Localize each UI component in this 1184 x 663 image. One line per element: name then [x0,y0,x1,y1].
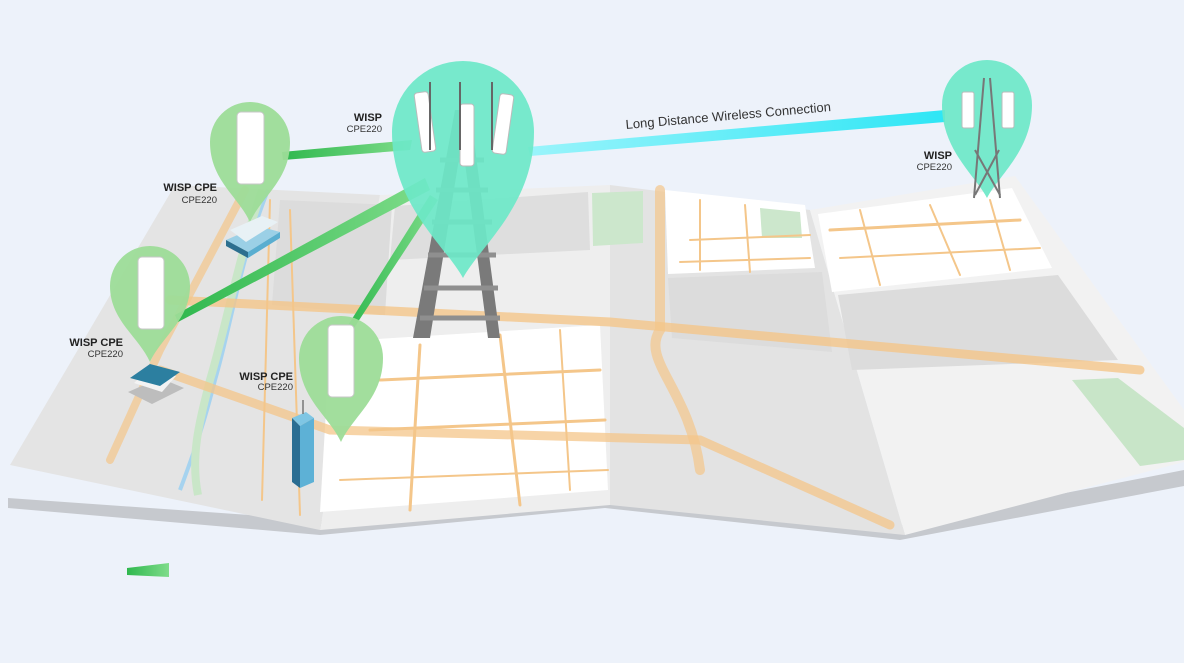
link-client-1 [282,140,412,160]
remote-tower-pin [942,60,1032,198]
remote-lattice-tower-icon [942,60,1032,199]
link-client-2 [175,178,430,322]
link-legend-swatch [127,563,169,577]
city-map [8,176,1184,540]
sector-antenna-icon [413,91,515,167]
main-tower-title: WISP [354,112,382,124]
skyscraper-icon [292,400,314,488]
client-pin-2 [110,246,190,362]
client-3-model: CPE220 [258,382,293,393]
outdoor-cpe-icon [327,324,355,398]
client-pin-3 [299,316,383,442]
remote-tower-title: WISP [924,150,952,162]
client-2-model: CPE220 [88,349,123,360]
office-building-icon [226,216,280,258]
wireless-links [175,110,945,334]
client-pin-1 [210,102,290,222]
client-2-title: WISP CPE [69,337,123,349]
client-1-title: WISP CPE [163,182,217,194]
house-icon [128,364,184,404]
link-client-3 [345,195,438,334]
client-1-model: CPE220 [182,195,217,206]
main-tower-model: CPE220 [347,124,382,135]
long-distance-link [528,110,945,156]
outdoor-cpe-icon [137,256,165,330]
outdoor-cpe-icon [236,111,265,185]
remote-tower-model: CPE220 [917,162,952,173]
client-3-title: WISP CPE [239,371,293,383]
